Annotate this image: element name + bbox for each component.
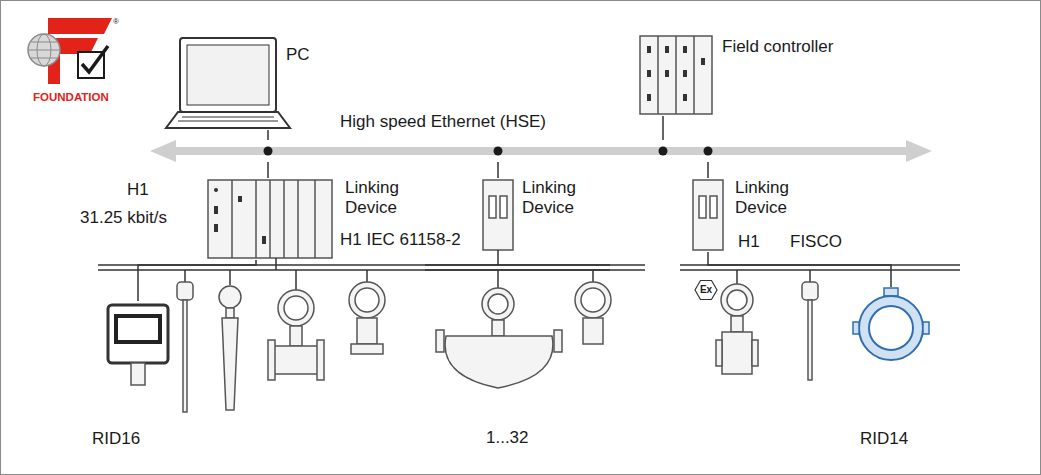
field-controller-rack — [640, 36, 712, 114]
node-label: RID16 — [92, 429, 140, 449]
linking-device-node: Linking Device — [481, 178, 515, 252]
bus-connector — [267, 162, 269, 178]
hse-band: High speed Ethernet (HSE) — [150, 140, 932, 162]
field-controller-node: Field controller — [638, 34, 714, 116]
bus-name: H1 — [738, 232, 760, 252]
bus-connector — [497, 162, 499, 178]
ex-symbol: Ex — [695, 282, 717, 298]
indicator-node: RID14 — [857, 287, 925, 363]
laptop-pc — [166, 38, 290, 128]
node-label: Linking Device — [345, 178, 425, 218]
foundation-logo — [28, 18, 112, 84]
pc-node: PC — [164, 36, 292, 130]
linking-device-node: Linking Device — [206, 178, 334, 260]
bus-connector — [662, 116, 664, 140]
bus-connector — [267, 130, 269, 140]
node-label: PC — [286, 45, 310, 65]
bus-name: H1 — [127, 180, 149, 200]
node-label: Linking Device — [522, 178, 602, 218]
linking-device-node: Linking Device — [691, 178, 725, 252]
linking-device-rack — [208, 180, 332, 258]
node-label: Linking Device — [735, 178, 815, 218]
logo-text: FOUNDATION — [33, 87, 109, 107]
node-label: High speed Ethernet (HSE) — [340, 112, 546, 132]
bus-type: FISCO — [790, 232, 842, 252]
node-label: RID14 — [860, 429, 908, 449]
bus-speed: 31.25 kbit/s — [80, 208, 167, 228]
display-node: RID16 — [106, 301, 170, 387]
linking-device-module — [483, 180, 723, 250]
field-devices — [108, 281, 929, 413]
bus-connector — [707, 162, 709, 178]
node-label: Field controller — [722, 37, 834, 57]
bus-connector — [708, 252, 891, 287]
registered-mark: ® — [113, 12, 119, 32]
h1-bus — [98, 250, 960, 290]
bus-standard: H1 IEC 61158-2 — [340, 230, 461, 250]
hse-arrow-band — [150, 140, 932, 162]
bus-connector — [138, 260, 256, 301]
device-count: 1...32 — [486, 428, 529, 448]
